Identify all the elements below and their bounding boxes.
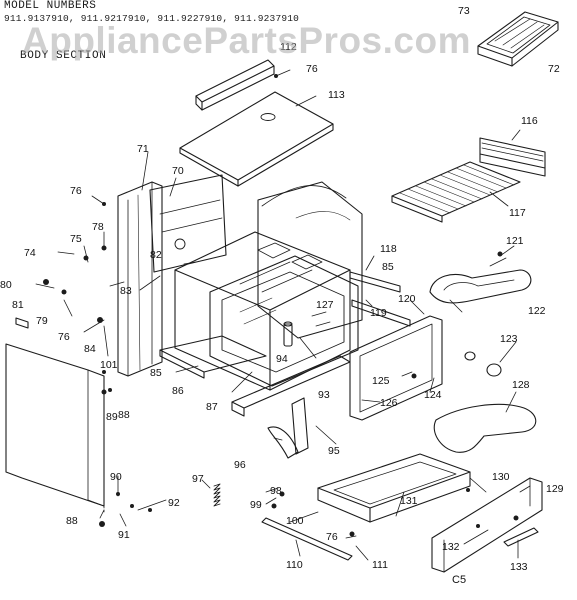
side-frame-71 [117,181,163,377]
label-117: 117 [509,207,526,219]
door-gasket-120 [349,315,443,421]
model-numbers-heading: MODEL NUMBERS [4,0,97,12]
label-88-bottom: 88 [66,515,78,527]
label-132: 132 [442,541,460,553]
label-121: 121 [506,235,524,247]
label-91: 91 [118,529,130,541]
leader-lines [35,69,531,561]
broiler-pan [477,11,559,67]
label-98: 98 [270,485,282,497]
label-87: 87 [206,401,218,413]
label-113: 113 [328,89,345,101]
section-title: BODY SECTION [20,50,107,62]
label-86: 86 [172,385,184,397]
label-85-left: 85 [150,367,162,379]
drawer-front-129 [431,477,543,573]
label-70: 70 [172,165,184,177]
label-110: 110 [286,559,303,571]
label-85-right: 85 [382,261,394,273]
label-126: 126 [380,397,398,409]
label-122: 122 [528,305,546,317]
diagram-code: C5 [452,574,466,586]
side-panel-118 [257,181,363,339]
label-112: 112 [280,41,297,53]
label-78: 78 [92,221,104,233]
model-numbers-list: 911.9137910, 911.9217910, 911.9227910, 9… [4,13,300,24]
spring-97 [213,483,221,507]
label-96: 96 [234,459,246,471]
label-71: 71 [137,143,149,155]
label-133: 133 [510,561,528,573]
rear-trim-112 [195,59,275,111]
label-79: 79 [36,315,48,327]
label-118: 118 [380,243,397,255]
label-81: 81 [12,299,24,311]
label-131: 131 [400,495,418,507]
label-83: 83 [120,285,132,297]
label-127: 127 [316,299,334,311]
front-frame-70 [149,174,227,273]
oven-light-assembly [283,311,331,359]
rear-panel-116 [479,137,546,177]
label-76-left: 76 [70,185,82,197]
label-72: 72 [548,63,560,75]
label-99: 99 [250,499,262,511]
hinge-95 [267,397,309,459]
label-84: 84 [84,343,96,355]
oven-rack-117 [391,161,521,223]
label-88-mid: 88 [118,409,130,421]
label-129: 129 [546,483,564,495]
label-89: 89 [106,411,118,423]
label-120: 120 [398,293,416,305]
label-90: 90 [110,471,122,483]
side-panel-84 [5,343,105,507]
light-knob-123 [464,351,502,377]
label-94: 94 [276,353,288,365]
label-111: 111 [372,559,388,571]
label-130: 130 [492,471,510,483]
label-128: 128 [512,379,530,391]
broil-element-122 [429,257,532,304]
drawer-rail-110 [261,517,353,561]
label-73: 73 [458,5,470,17]
label-92: 92 [168,497,180,509]
oven-cavity [174,231,351,391]
trim-strip-81 [15,317,29,329]
label-100: 100 [286,515,304,527]
watermark: AppliancePartsPros.com [22,20,471,61]
drawer-handle-133 [503,527,539,547]
oven-liner [209,255,359,387]
label-95: 95 [328,445,340,457]
label-124: 124 [424,389,442,401]
label-80: 80 [0,279,12,291]
label-97: 97 [192,473,204,485]
label-125: 125 [372,375,390,387]
label-74: 74 [24,247,36,259]
label-76-top: 76 [306,63,318,75]
label-116: 116 [521,115,538,127]
label-93: 93 [318,389,330,401]
label-75: 75 [70,233,82,245]
label-76-bottom: 76 [326,531,338,543]
label-101: 101 [100,359,118,371]
top-panel-113 [179,91,334,187]
bottom-tray-86 [159,335,267,379]
storage-drawer-131 [317,453,471,523]
label-82: 82 [150,249,162,261]
screws [43,74,519,537]
label-76-mid: 76 [58,331,70,343]
side-trim-85 [349,271,411,327]
label-119: 119 [370,307,387,319]
label-123: 123 [500,333,518,345]
bake-element-128 [433,403,537,453]
